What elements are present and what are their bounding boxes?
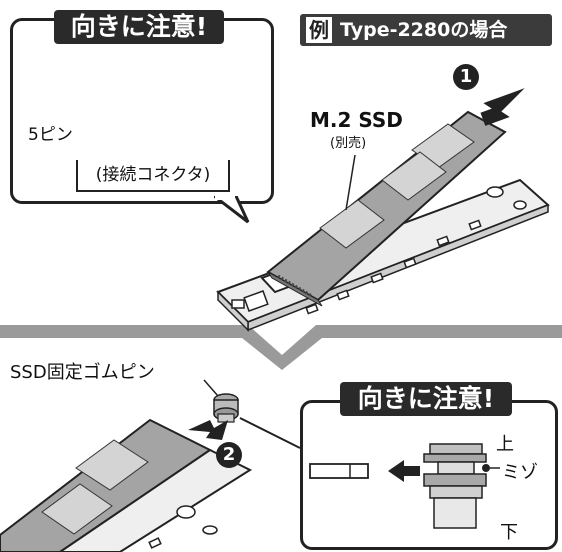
connector-label: (接続コネクタ) (76, 160, 230, 192)
step-2-badge: 2 (216, 442, 242, 468)
insert-arrow-2 (188, 420, 228, 440)
pin-orientation-detail (309, 443, 500, 529)
ssd-leader-line (345, 154, 356, 211)
ssd-name-label: M.2 SSD (310, 108, 403, 132)
insert-arrow-1 (480, 88, 525, 126)
step-1-badge: 1 (453, 64, 479, 90)
section-divider (0, 325, 562, 370)
pin-label: 5ピン (28, 125, 73, 145)
bottom-direction-label: 下 (500, 522, 518, 543)
example-mark: 例 (306, 17, 332, 43)
callout-pointer (239, 417, 301, 449)
callout-bottom-title: 向きに注意! (340, 382, 512, 416)
example-label: Type-2280の場合 (340, 19, 508, 41)
ssd-note-label: (別売) (330, 136, 367, 151)
rubber-pin-label: SSD固定ゴムピン (10, 362, 155, 383)
lower-ssd-illustration (0, 418, 253, 552)
callout-top-title: 向きに注意! (54, 10, 224, 44)
callout-top-tail (214, 196, 250, 224)
groove-label: ミゾ (502, 462, 538, 483)
top-direction-label: 上 (496, 434, 514, 455)
rubber-pin (213, 393, 239, 423)
rubber-pin-leader (203, 379, 219, 397)
example-tag: 例 Type-2280の場合 (300, 14, 552, 46)
ssd-module (266, 110, 507, 307)
